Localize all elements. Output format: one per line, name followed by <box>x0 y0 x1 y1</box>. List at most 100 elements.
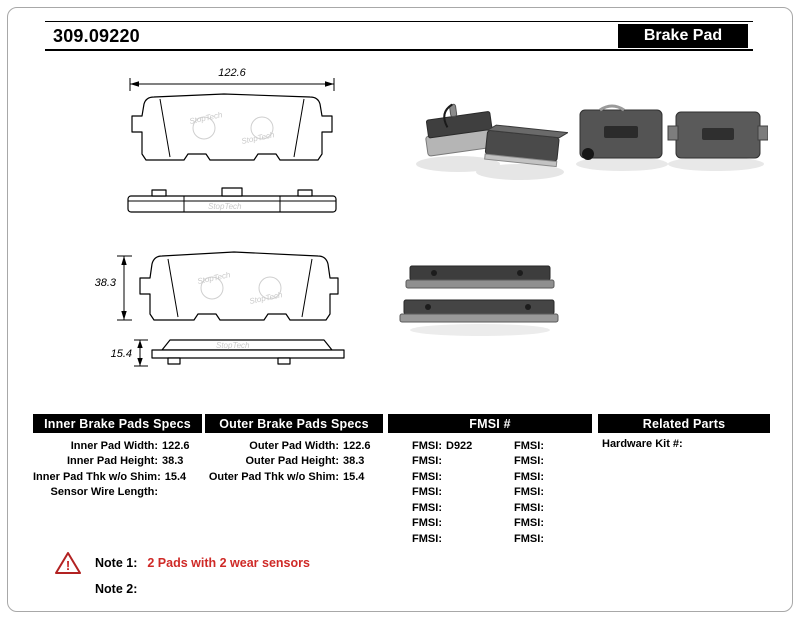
fmsi-label: FMSI: <box>514 517 544 530</box>
related-row: Hardware Kit #: <box>598 438 770 450</box>
note1-label: Note 1: <box>95 556 138 570</box>
notes-section: ! Note 1: 2 Pads with 2 wear sensors Not… <box>55 551 310 601</box>
fmsi-label: FMSI: <box>412 501 442 514</box>
photo-shadow <box>476 164 564 180</box>
fmsi-row: FMSI: <box>490 485 592 501</box>
watermark-text: StopTech <box>208 202 242 211</box>
tab-profile <box>277 357 291 365</box>
fmsi-label: FMSI: <box>514 486 544 499</box>
abutment-tab <box>151 189 167 197</box>
dim-arrow-bottom <box>137 358 143 366</box>
fmsi-row: FMSI: <box>388 469 490 485</box>
ear-tab <box>757 125 768 141</box>
pad-friction-side <box>484 124 568 168</box>
pad-front-drawing-width: 122.6 StopTech StopTech <box>129 67 335 161</box>
fmsi-row: FMSI: <box>490 500 592 516</box>
fmsi-label: FMSI: <box>514 501 544 514</box>
part-number: 309.09220 <box>53 26 140 46</box>
fmsi-label: FMSI: <box>412 486 442 499</box>
fmsi-value: D922 <box>446 439 473 452</box>
spec-label: Outer Pad Width: <box>249 439 339 452</box>
abutment-tab <box>297 189 313 197</box>
spec-label: Sensor Wire Length: <box>50 486 158 499</box>
outer-specs-column: Outer Brake Pads Specs Outer Pad Width: … <box>205 414 383 485</box>
logo-stamp <box>250 116 274 140</box>
dim-arrow-top <box>121 256 127 265</box>
warning-icon: ! <box>55 552 81 574</box>
spec-value: 38.3 <box>162 455 184 468</box>
spring-clip <box>599 104 625 112</box>
spec-row: Sensor Wire Length: <box>33 485 202 501</box>
photo-shadow <box>410 324 550 336</box>
pad-side-drawing-thickness: 15.4 StopTech <box>111 339 345 367</box>
pad-with-sensor <box>425 103 498 157</box>
related-parts-header: Related Parts <box>598 414 770 433</box>
fmsi-column: FMSI # FMSI: D922 FMSI: FMSI: FMSI: <box>388 414 592 547</box>
fmsi-row: FMSI: <box>388 531 490 547</box>
fmsi-label: FMSI: <box>514 470 544 483</box>
tab-profile <box>167 357 181 365</box>
pads-photo-back <box>576 104 768 171</box>
note-2: Note 2: <box>55 577 310 601</box>
logo-stamp <box>200 276 224 300</box>
header-bottom-rule <box>45 49 753 51</box>
pads-photo-edge <box>399 265 559 336</box>
width-dimension-label: 122.6 <box>218 67 246 79</box>
fmsi-label: FMSI: <box>412 470 442 483</box>
logo-stamp <box>192 116 216 140</box>
fmsi-label: FMSI: <box>412 455 442 468</box>
dim-arrow-top <box>137 340 143 348</box>
pad-outline <box>139 251 339 321</box>
ear-tab <box>667 125 679 141</box>
fmsi-label: FMSI: <box>412 439 442 452</box>
logo-stamp <box>258 276 282 300</box>
spec-row: Inner Pad Width: 122.6 <box>33 438 202 454</box>
fmsi-subcolumn-2: FMSI: FMSI: FMSI: FMSI: FMSI: <box>490 438 592 547</box>
spec-value: 15.4 <box>164 470 187 483</box>
outer-specs-header: Outer Brake Pads Specs <box>205 414 383 433</box>
pad-outline <box>131 93 333 161</box>
thickness-dimension-label: 15.4 <box>111 348 132 360</box>
fmsi-row: FMSI: <box>388 454 490 470</box>
dim-arrow-left <box>130 81 139 87</box>
spec-row: Outer Pad Height: 38.3 <box>205 454 383 470</box>
height-dimension-label: 38.3 <box>95 277 117 289</box>
fmsi-subcolumn-1: FMSI: D922 FMSI: FMSI: FMSI: FMSI: <box>388 438 490 547</box>
note1-text: 2 Pads with 2 wear sensors <box>147 556 310 570</box>
fmsi-row: FMSI: <box>490 516 592 532</box>
fmsi-row: FMSI: <box>490 469 592 485</box>
pad-edge-top <box>405 265 555 289</box>
header-top-rule <box>45 21 753 22</box>
spec-value: 38.3 <box>343 455 365 468</box>
spec-value: 15.4 <box>343 470 365 483</box>
pad-front-drawing-height: 38.3 StopTech StopTech <box>95 251 339 321</box>
pads-photo-front <box>416 103 568 180</box>
spec-label: Outer Pad Thk w/o Shim: <box>208 470 339 483</box>
spec-row: Outer Pad Thk w/o Shim: 15.4 <box>205 469 383 485</box>
photo-shadow <box>668 157 764 171</box>
page-border <box>7 7 793 612</box>
dim-arrow-right <box>325 81 334 87</box>
spec-label: Inner Pad Height: <box>66 455 158 468</box>
dim-arrow-bottom <box>121 311 127 320</box>
photo-shadow <box>576 157 668 171</box>
pad-top-view-drawing: StopTech <box>127 187 337 213</box>
center-clip <box>221 187 243 197</box>
fmsi-label: FMSI: <box>514 439 544 452</box>
sensor-wire <box>443 103 453 128</box>
backing-plate-profile <box>151 349 345 359</box>
note2-label: Note 2: <box>95 582 138 596</box>
photo-shadow <box>416 156 500 172</box>
fmsi-row: FMSI: <box>490 438 592 454</box>
product-type-label: Brake Pad <box>643 27 723 44</box>
fmsi-label: FMSI: <box>412 532 442 545</box>
fmsi-row: FMSI: <box>388 516 490 532</box>
related-label: Hardware Kit #: <box>602 438 683 450</box>
spec-row: Outer Pad Width: 122.6 <box>205 438 383 454</box>
fmsi-row: FMSI: <box>388 485 490 501</box>
backing-plate-left <box>579 104 663 160</box>
fmsi-row: FMSI: <box>490 454 592 470</box>
fmsi-row: FMSI: <box>490 531 592 547</box>
inner-specs-header: Inner Brake Pads Specs <box>33 414 202 433</box>
fmsi-label: FMSI: <box>412 517 442 530</box>
